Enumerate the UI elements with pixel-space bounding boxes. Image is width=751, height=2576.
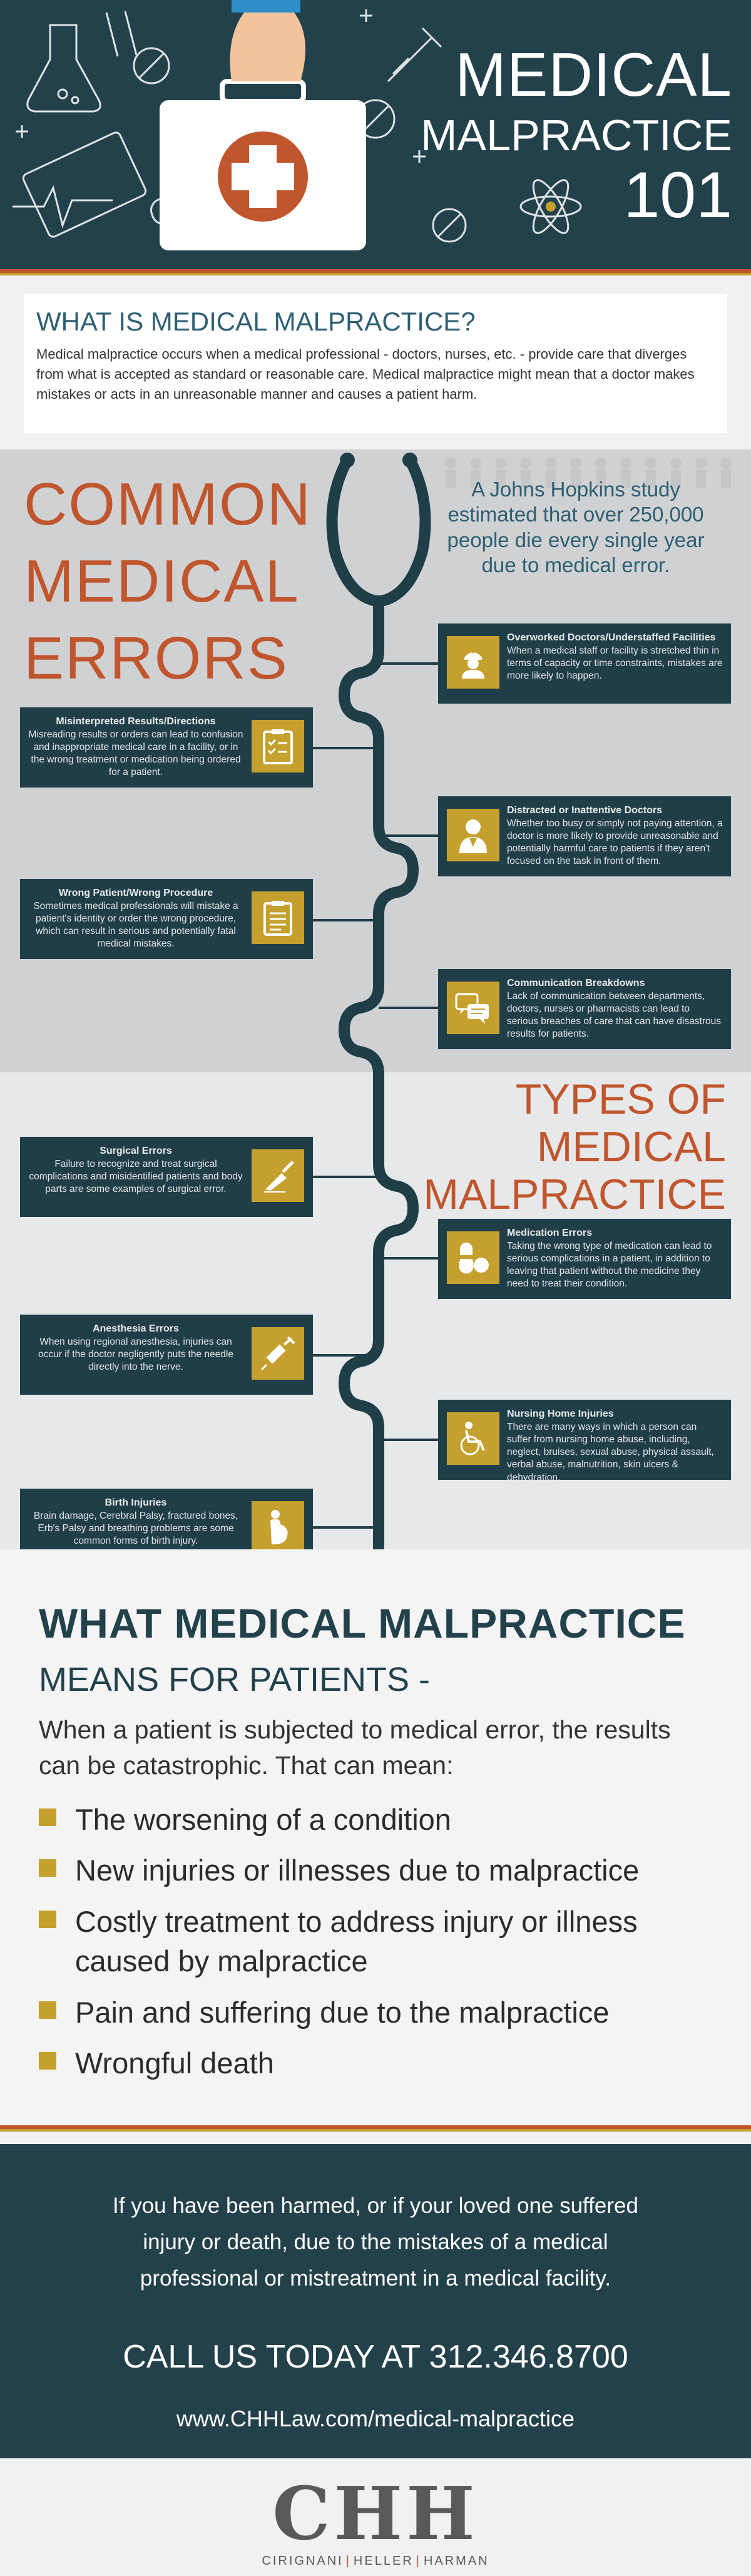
list-item-text: The worsening of a condition — [75, 1803, 451, 1836]
card-description: Brain damage, Cerebral Palsy, fractured … — [33, 1511, 238, 1547]
common-title-line-1: COMMON — [24, 471, 312, 538]
card-description: Failure to recognize and treat surgical … — [29, 1159, 243, 1195]
scalpel-icon — [252, 1149, 304, 1202]
card-misinterpreted-results: Misinterpreted Results/Directions Misrea… — [20, 707, 313, 788]
list-item-text: New injuries or illnesses due to malprac… — [75, 1854, 640, 1887]
divider-stripe — [0, 269, 751, 273]
list-item: Wrongful death — [39, 2043, 715, 2083]
types-title-line-2: MEDICAL — [536, 1123, 726, 1171]
bullet-square-icon — [39, 1809, 56, 1826]
card-title: Nursing Home Injuries — [507, 1409, 614, 1419]
card-description: Lack of communication between department… — [507, 991, 722, 1040]
list-item-text: Costly treatment to address injury or il… — [75, 1904, 638, 1978]
means-for-patients-section — [0, 1549, 751, 2125]
card-medication-errors: Medication Errors Taking the wrong type … — [438, 1219, 731, 1299]
types-title: TYPES OF MEDICAL MALPRACTICE — [423, 1075, 726, 1218]
card-anesthesia-errors: Anesthesia Errors When using regional an… — [20, 1315, 313, 1395]
logo-name-3: HARMAN — [423, 2554, 489, 2568]
card-title: Medication Errors — [507, 1228, 593, 1238]
card-overworked-doctors: Overworked Doctors/Understaffed Faciliti… — [438, 623, 731, 704]
card-title: Overworked Doctors/Understaffed Faciliti… — [507, 632, 716, 643]
bullet-square-icon — [39, 1910, 56, 1928]
checklist-icon — [252, 720, 304, 772]
types-title-line-3: MALPRACTICE — [423, 1171, 726, 1219]
common-title-line-3: ERRORS — [24, 624, 289, 692]
call-phone-link[interactable]: CALL US TODAY AT 312.346.8700 — [123, 2339, 628, 2375]
main-title: MEDICAL MALPRACTICE 101 — [407, 44, 732, 228]
consequences-list: The worsening of a condition New injurie… — [39, 1800, 715, 2095]
types-title-line-1: TYPES OF — [515, 1075, 726, 1123]
card-wrong-patient: Wrong Patient/Wrong Procedure Sometimes … — [20, 879, 313, 959]
divider-stripe — [0, 2129, 751, 2132]
patient-chart-icon — [252, 891, 304, 944]
card-communication-breakdowns: Communication Breakdowns Lack of communi… — [438, 969, 731, 1049]
logo-separator: | — [416, 2554, 421, 2568]
pills-icon — [447, 1231, 499, 1284]
logo-name-1: CIRIGNANI — [262, 2554, 344, 2568]
nurse-icon — [447, 636, 499, 689]
logo-name-2: HELLER — [353, 2554, 414, 2568]
card-description: Sometimes medical professionals will mis… — [33, 901, 238, 950]
logo-firm-name: CIRIGNANI|HELLER|HARMAN — [0, 2554, 751, 2568]
johns-hopkins-stat: A Johns Hopkins study estimated that ove… — [447, 478, 705, 577]
people-silhouettes — [445, 458, 732, 488]
what-is-body: Medical malpractice occurs when a medica… — [36, 346, 695, 402]
card-title: Communication Breakdowns — [507, 978, 645, 988]
speech-bubbles-icon — [447, 982, 499, 1034]
divider-stripe — [0, 2125, 751, 2129]
card-title: Wrong Patient/Wrong Procedure — [58, 888, 213, 898]
medical-doodles-illustration — [13, 0, 582, 250]
card-description: Misreading results or orders can lead to… — [28, 729, 243, 778]
divider-stripe — [0, 273, 751, 275]
card-description: Whether too busy or simply not paying at… — [507, 818, 723, 867]
common-errors-title: COMMON MEDICAL ERRORS — [24, 466, 312, 697]
bullet-square-icon — [39, 2001, 56, 2019]
logo-letters: CHH — [272, 2471, 479, 2557]
list-item: Costly treatment to address injury or il… — [39, 1902, 715, 1981]
list-item: Pain and suffering due to the malpractic… — [39, 1993, 715, 2032]
list-item: New injuries or illnesses due to malprac… — [39, 1850, 715, 1890]
card-description: Taking the wrong type of medication can … — [507, 1241, 712, 1290]
list-item-text: Pain and suffering due to the malpractic… — [75, 1995, 610, 2029]
card-description: When using regional anesthesia, injuries… — [38, 1337, 233, 1373]
card-title: Distracted or Inattentive Doctors — [507, 805, 663, 816]
title-line-2: MALPRACTICE — [421, 111, 732, 160]
chh-logo: CHH CIRIGNANI|HELLER|HARMAN — [0, 2478, 751, 2568]
syringe-icon — [252, 1327, 304, 1380]
title-line-1: MEDICAL — [455, 40, 732, 109]
list-item: The worsening of a condition — [39, 1800, 715, 1839]
card-title: Misinterpreted Results/Directions — [56, 716, 216, 727]
list-item-text: Wrongful death — [75, 2046, 274, 2080]
card-nursing-home-injuries: Nursing Home Injuries There are many way… — [438, 1400, 731, 1483]
card-title: Surgical Errors — [100, 1146, 172, 1156]
what-is-section: WHAT IS MEDICAL MALPRACTICE? Medical mal… — [24, 294, 727, 433]
header-banner: MEDICAL MALPRACTICE 101 — [0, 0, 751, 269]
what-is-heading: WHAT IS MEDICAL MALPRACTICE? — [36, 307, 476, 336]
card-description: There are many ways in which a person ca… — [507, 1422, 714, 1483]
card-title: Anesthesia Errors — [93, 1323, 179, 1334]
wheelchair-icon — [447, 1412, 499, 1465]
card-description: When a medical staff or facility is stre… — [507, 645, 723, 682]
card-surgical-errors: Surgical Errors Failure to recognize and… — [20, 1137, 313, 1217]
bullet-square-icon — [39, 1859, 56, 1877]
footer-cta: If you have been harmed, or if your love… — [0, 2144, 751, 2458]
card-title: Birth Injuries — [105, 1497, 167, 1508]
card-distracted-doctors: Distracted or Inattentive Doctors Whethe… — [438, 796, 731, 876]
doctor-icon — [447, 809, 499, 861]
means-subheading: MEANS FOR PATIENTS - — [39, 1661, 431, 1698]
logo-separator: | — [345, 2554, 351, 2568]
pregnant-icon — [252, 1501, 304, 1554]
stethoscope-illustration — [313, 453, 732, 1608]
website-link[interactable]: www.CHHLaw.com/medical-malpractice — [176, 2406, 575, 2431]
bullet-square-icon — [39, 2052, 56, 2070]
title-line-3: 101 — [623, 158, 732, 232]
cta-text: If you have been harmed, or if your love… — [113, 2194, 638, 2291]
means-intro: When a patient is subjected to medical e… — [39, 1715, 671, 1780]
means-heading: WHAT MEDICAL MALPRACTICE — [39, 1600, 686, 1646]
common-title-line-2: MEDICAL — [24, 547, 300, 615]
